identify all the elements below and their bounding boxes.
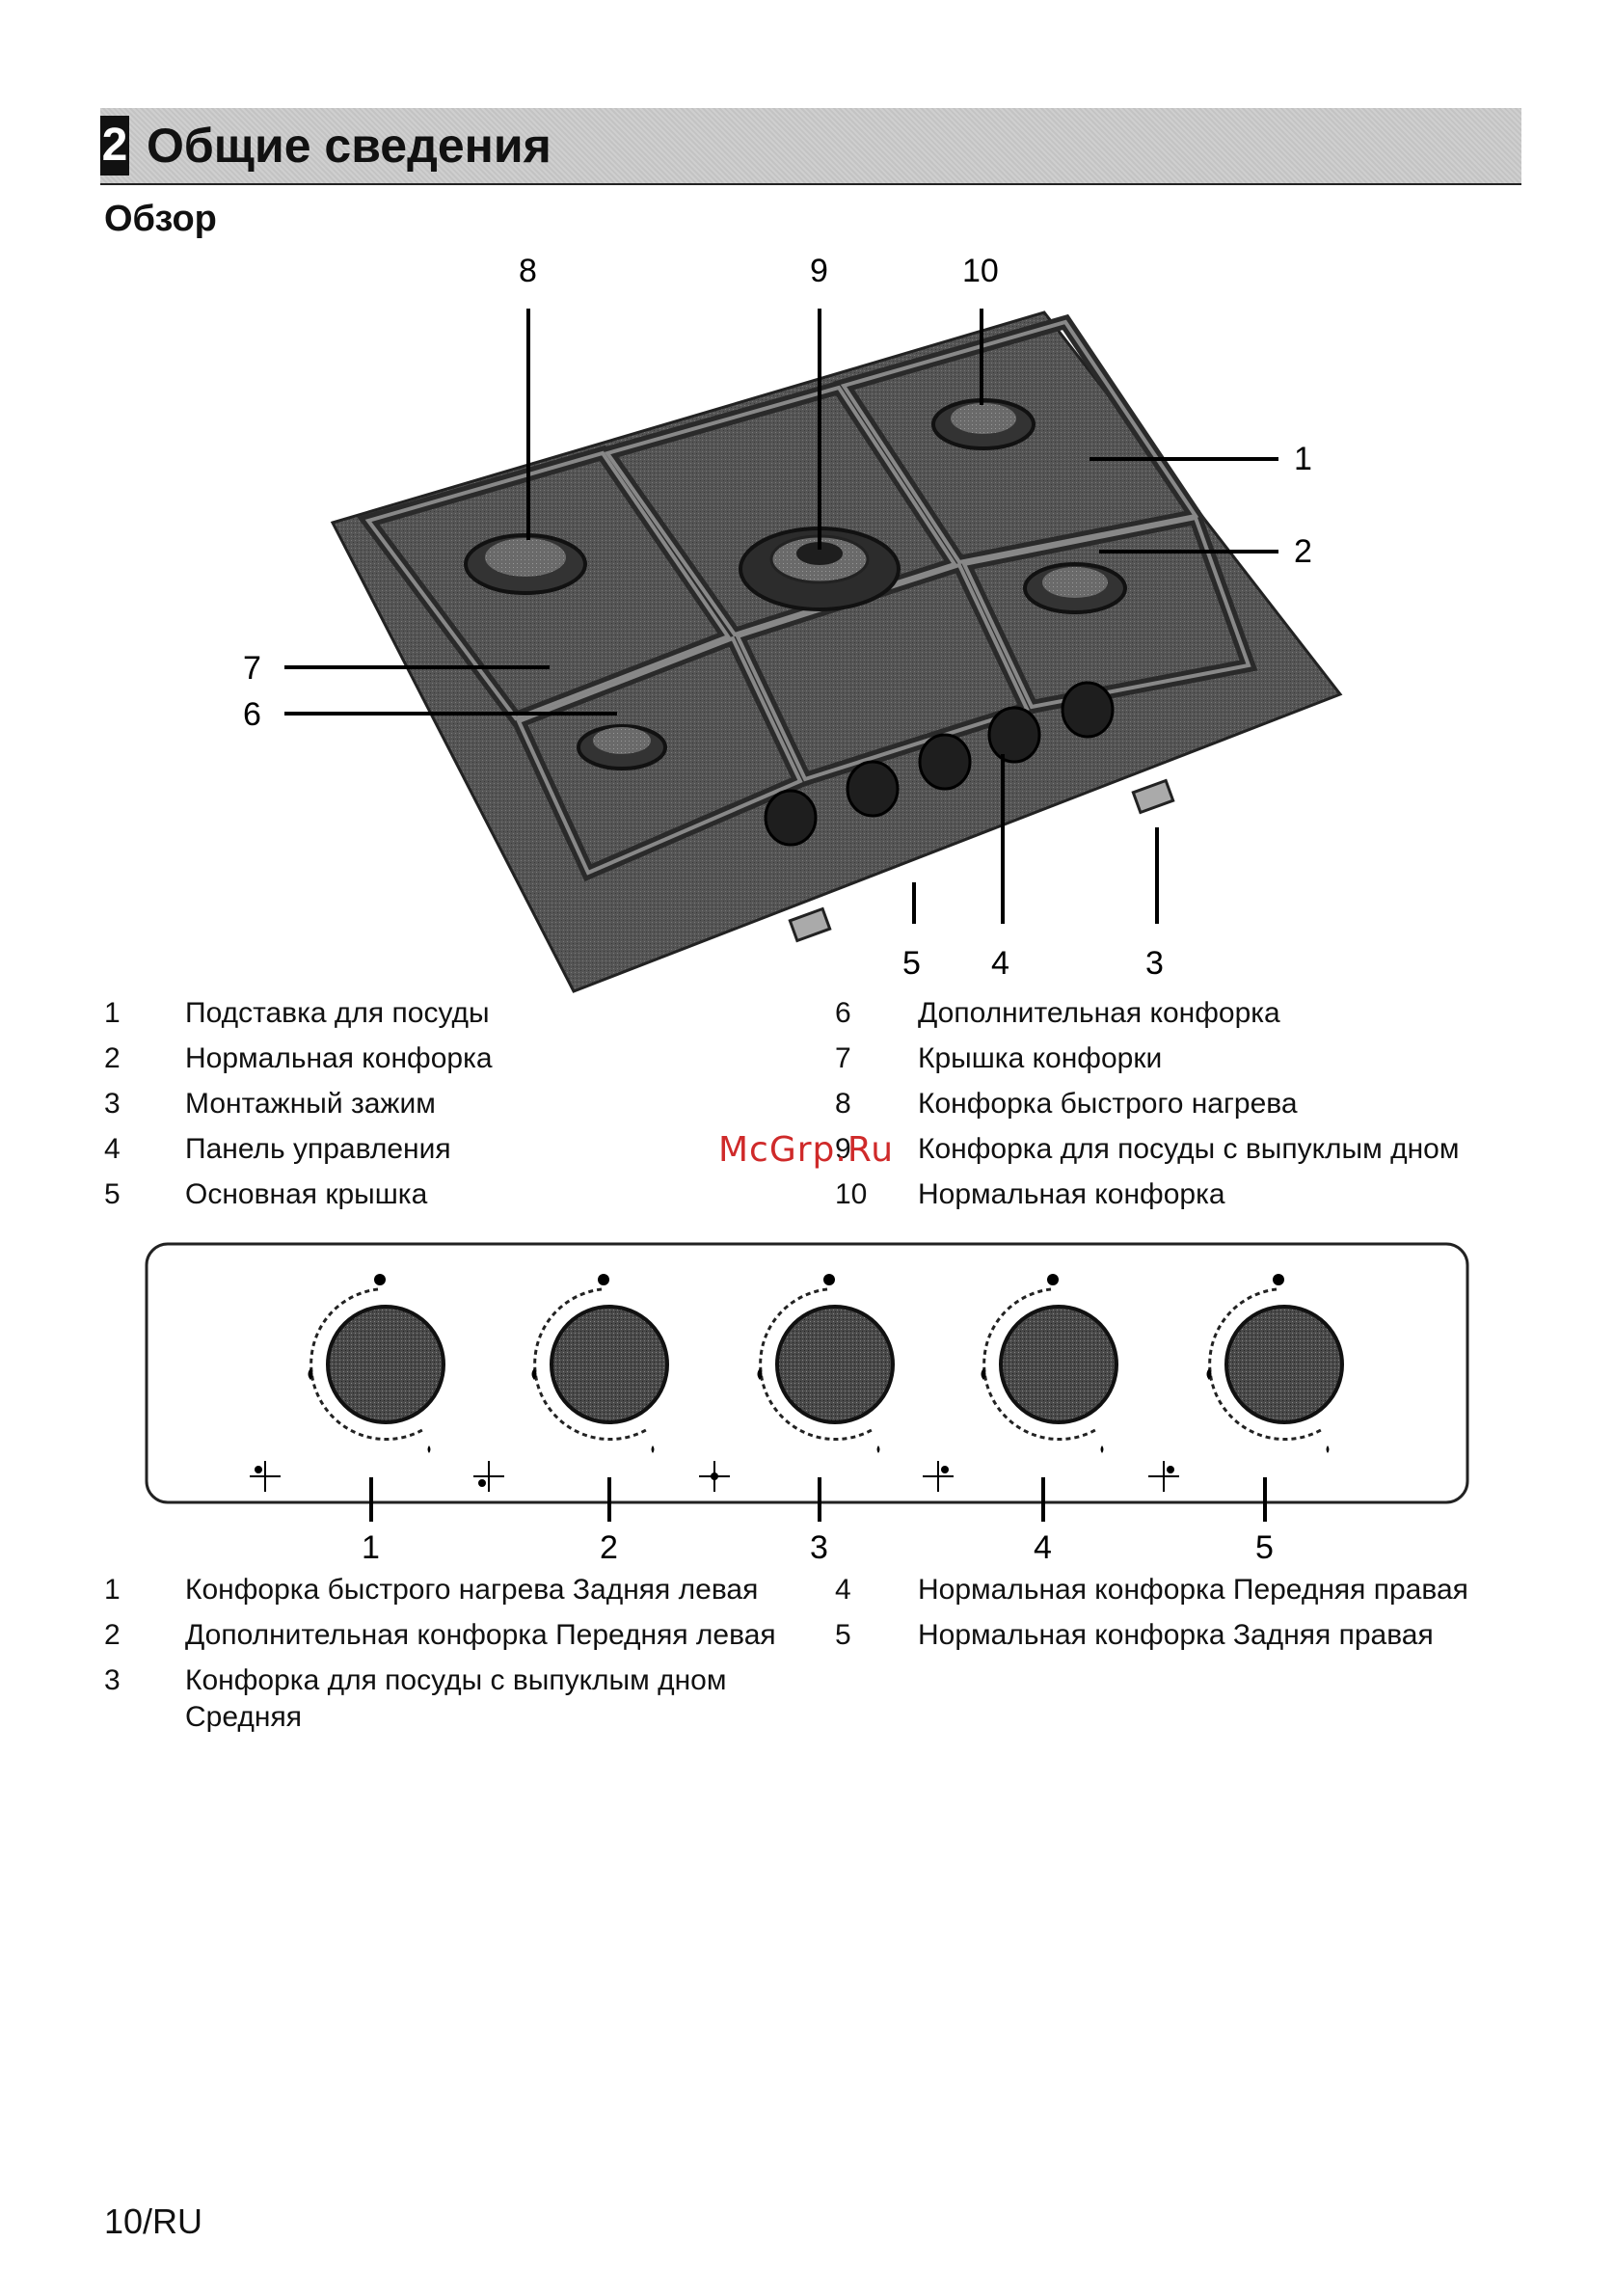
- legend-number: 5: [835, 1619, 851, 1651]
- control-knob: [775, 1305, 895, 1424]
- legend-number: 1: [104, 1574, 121, 1606]
- control-knob: [999, 1305, 1118, 1424]
- burner-rapid: [464, 533, 587, 595]
- burner-auxiliary: [577, 724, 667, 770]
- knob-number-label: 1: [362, 1529, 380, 1566]
- legend-text: Конфорка быстрого нагрева Задняя левая: [185, 1574, 759, 1606]
- page-number: 10/RU: [104, 2201, 203, 2241]
- legend-text: Дополнительная конфорка Передняя левая: [185, 1619, 776, 1651]
- knob-scale-arc: [533, 1287, 647, 1441]
- watermark: McGrp.Ru: [718, 1130, 895, 1170]
- flame-small-icon: [876, 1445, 880, 1453]
- legend-text: Средняя: [185, 1701, 302, 1733]
- knob-scale-arc: [1208, 1287, 1322, 1441]
- legend-number: 4: [835, 1574, 851, 1606]
- callout-1: 1: [1294, 441, 1312, 477]
- legend-number: 2: [104, 1619, 121, 1651]
- callout-9: 9: [810, 253, 828, 289]
- burner-position-dot: [1167, 1466, 1174, 1473]
- off-position-dot: [823, 1274, 835, 1285]
- callout-8: 8: [519, 253, 537, 289]
- callout-7: 7: [243, 650, 261, 687]
- legend-text: Подставка для посуды: [185, 997, 490, 1029]
- control-knob: [326, 1305, 445, 1424]
- legend-number: 5: [104, 1178, 121, 1210]
- flame-large-icon: [531, 1368, 537, 1380]
- flame-small-icon: [1326, 1445, 1330, 1453]
- flame-large-icon: [981, 1368, 986, 1380]
- burner-position-dot: [255, 1466, 262, 1473]
- section-number: 2: [100, 116, 129, 176]
- legend-number: 3: [104, 1664, 121, 1696]
- callout-3: 3: [1145, 945, 1164, 982]
- legend-text: Нормальная конфорка: [185, 1042, 493, 1074]
- legend-text: Конфорка для посуды с выпуклым дном: [185, 1664, 727, 1696]
- section-title: Общие сведения: [147, 119, 551, 173]
- legend-text: Дополнительная конфорка: [918, 997, 1280, 1029]
- legend-number: 8: [835, 1088, 851, 1120]
- callout-4: 4: [991, 945, 1009, 982]
- burner-normal-front: [1023, 562, 1127, 614]
- legend-text: Панель управления: [185, 1133, 451, 1165]
- legend-text: Нормальная конфорка: [918, 1178, 1225, 1210]
- legend-number: 4: [104, 1133, 121, 1165]
- control-knob: [1224, 1305, 1344, 1424]
- off-position-dot: [1273, 1274, 1284, 1285]
- subsection-title: Обзор: [104, 199, 217, 239]
- knob-number-label: 4: [1034, 1529, 1052, 1566]
- off-position-dot: [598, 1274, 609, 1285]
- legend-text: Монтажный зажим: [185, 1088, 436, 1120]
- knob-scale-arc: [759, 1287, 873, 1441]
- callout-lines: [284, 309, 1278, 924]
- control-panel-diagram: 1 2 3 4 5: [145, 1242, 1469, 1566]
- off-position-dot: [374, 1274, 386, 1285]
- section-header: 2 Общие сведения: [100, 108, 1521, 185]
- legend-number: 10: [835, 1178, 868, 1210]
- knob-number-label: 3: [810, 1529, 828, 1566]
- control-knob: [550, 1305, 669, 1424]
- off-position-dot: [1047, 1274, 1059, 1285]
- knob-scale-arc: [309, 1287, 423, 1441]
- legend-text: Нормальная конфорка Задняя правая: [918, 1619, 1434, 1651]
- legend-number: 9: [835, 1133, 851, 1165]
- burner-position-dot: [711, 1472, 718, 1480]
- flame-small-icon: [1100, 1445, 1104, 1453]
- callout-2: 2: [1294, 533, 1312, 570]
- burner-position-dot: [941, 1466, 949, 1473]
- callout-10: 10: [962, 253, 999, 289]
- legend-text: Крышка конфорки: [918, 1042, 1163, 1074]
- flame-large-icon: [308, 1368, 313, 1380]
- flame-large-icon: [1206, 1368, 1212, 1380]
- flame-small-icon: [651, 1445, 655, 1453]
- hob-diagram: 8 9 10 1 2 7 6 5 4 3: [243, 253, 1343, 993]
- legend-text: Основная крышка: [185, 1178, 428, 1210]
- burner-normal-rear: [931, 398, 1036, 450]
- legend-number: 3: [104, 1088, 121, 1120]
- callout-6: 6: [243, 696, 261, 733]
- legend-number: 6: [835, 997, 851, 1029]
- hob-glass-plate: [330, 311, 1343, 993]
- legend-text: Конфорка быстрого нагрева: [918, 1088, 1298, 1120]
- flame-small-icon: [427, 1445, 431, 1453]
- callout-5: 5: [902, 945, 921, 982]
- burner-position-dot: [478, 1479, 486, 1487]
- callout-labels: 8 9 10 1 2 7 6 5 4 3: [243, 253, 1312, 982]
- knob-number-label: 2: [600, 1529, 618, 1566]
- legend-number: 2: [104, 1042, 121, 1074]
- legend-text: Конфорка для посуды с выпуклым дном: [918, 1133, 1460, 1165]
- legend-number: 1: [104, 997, 121, 1029]
- control-knobs: [764, 681, 1115, 847]
- flame-large-icon: [757, 1368, 763, 1380]
- knob-scale-arc: [982, 1287, 1096, 1441]
- knob-number-label: 5: [1255, 1529, 1274, 1566]
- legend-number: 7: [835, 1042, 851, 1074]
- legend-text: Нормальная конфорка Передняя правая: [918, 1574, 1468, 1606]
